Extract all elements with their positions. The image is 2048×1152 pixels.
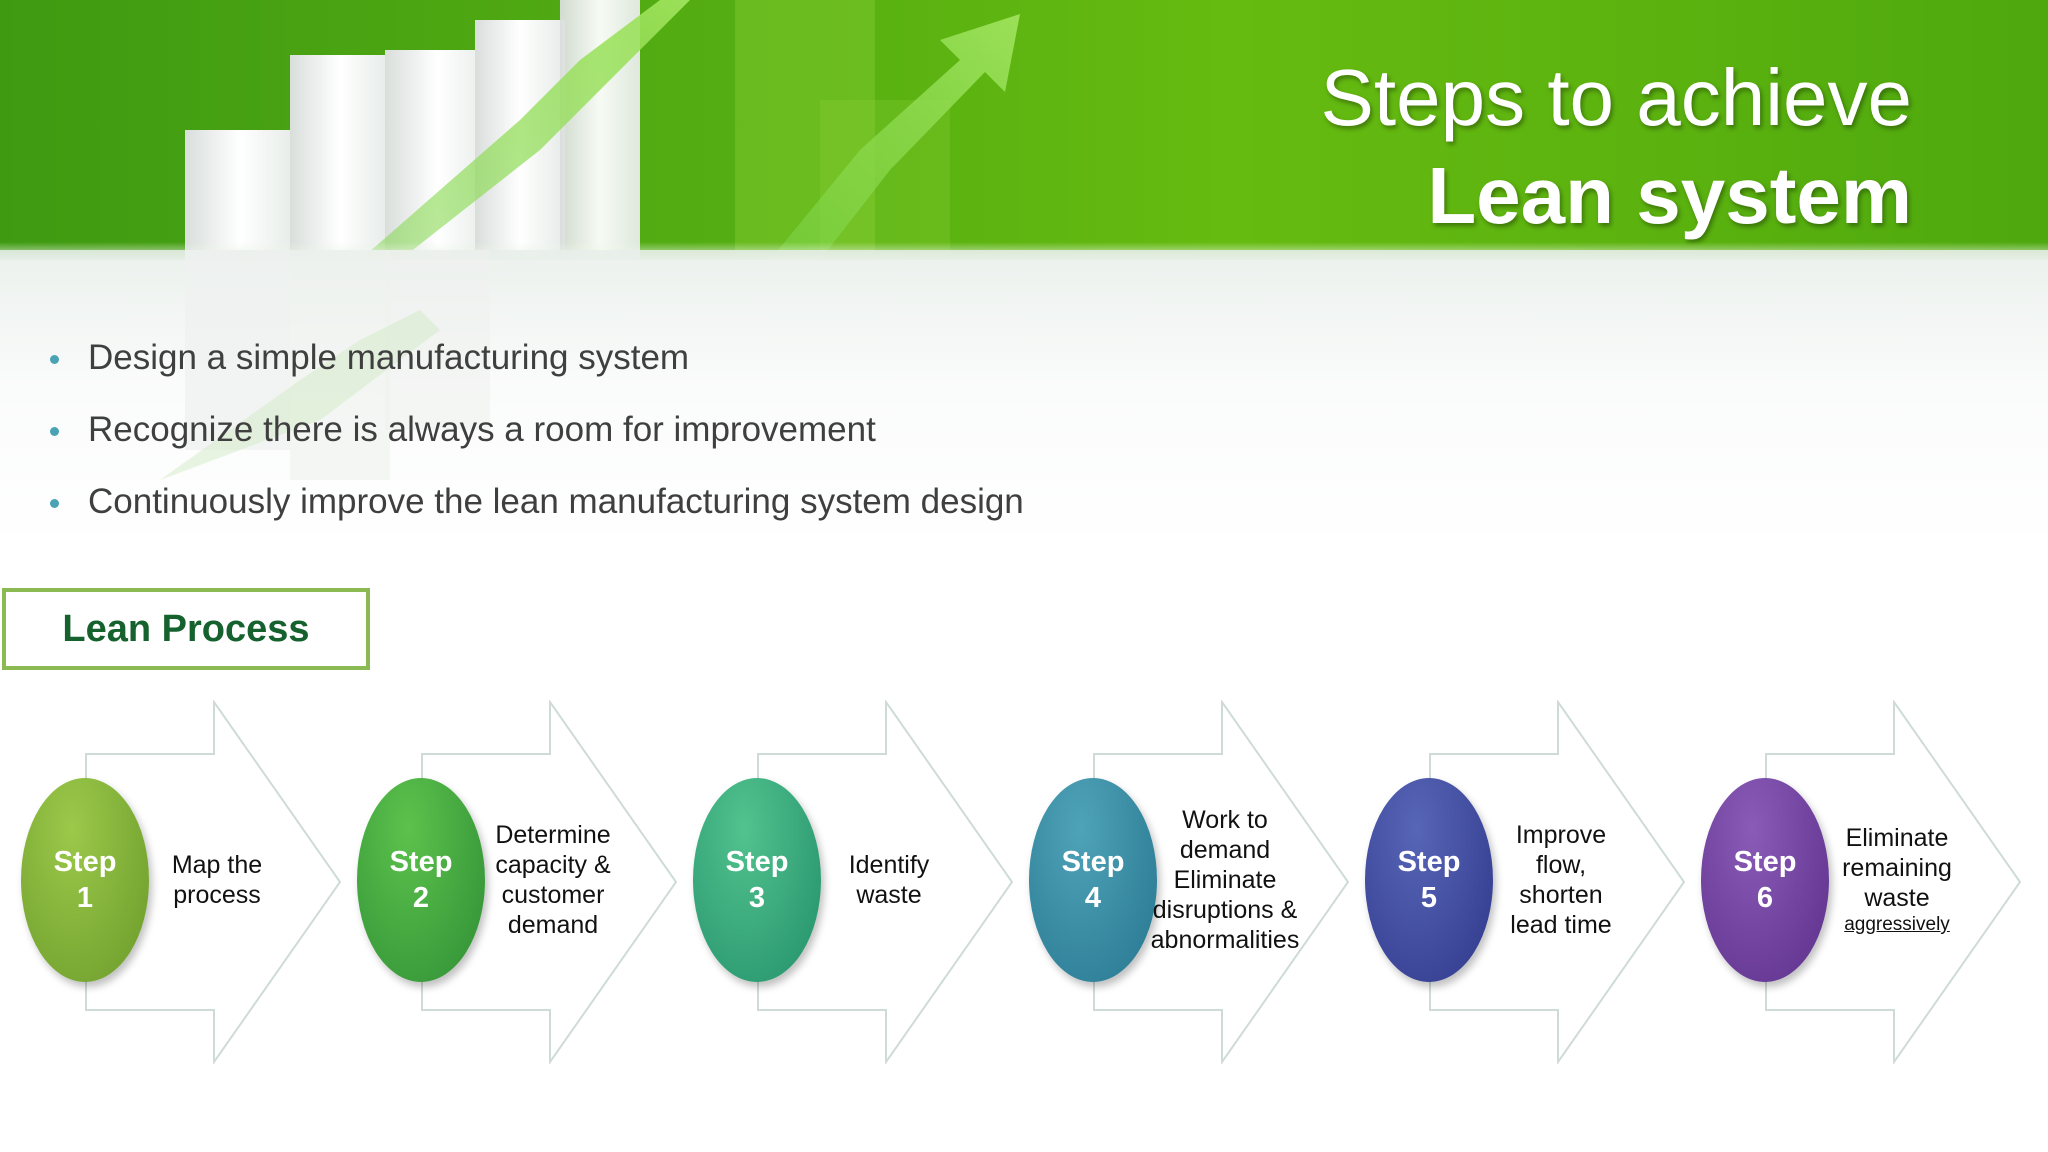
- lean-process-label: Lean Process: [62, 607, 310, 650]
- step-description: Improve flow, shorten lead time: [1496, 760, 1626, 1000]
- bullet-text: Design a simple manufacturing system: [88, 338, 690, 377]
- chevron-arrow-icon: [85, 700, 342, 1064]
- step-6: Step 6 Eliminate remaining waste aggress…: [1682, 700, 2022, 1064]
- step-description-text: Determine capacity & customer demand: [495, 821, 611, 939]
- step-description-text: Work to demand Eliminate disruptions & a…: [1150, 806, 1300, 954]
- step-description-emphasis: aggressively: [1844, 914, 1950, 935]
- title-line-1: Steps to achieve: [1320, 53, 1912, 142]
- step-description-text: Identify waste: [848, 851, 930, 909]
- step-number: 4: [1084, 882, 1102, 914]
- slide-title: Steps to achieve Lean system: [1321, 50, 1912, 246]
- chevron-arrow-icon: [1093, 700, 1350, 1064]
- step-word: Step: [1733, 846, 1797, 878]
- bullet-dot-icon: [50, 355, 59, 364]
- bullet-text: Recognize there is always a room for imp…: [88, 410, 876, 449]
- step-badge: Step 1: [21, 778, 149, 982]
- faded-bars-reflection: [160, 250, 490, 480]
- step-word: Step: [1061, 846, 1125, 878]
- step-description: Determine capacity & customer demand: [488, 760, 618, 1000]
- bullet-text: Continuously improve the lean manufactur…: [88, 482, 1024, 521]
- step-2: Step 2 Determine capacity & customer dem…: [338, 700, 678, 1064]
- step-1: Step 1 Map the process: [2, 700, 342, 1064]
- chevron-arrow-icon: [1429, 700, 1686, 1064]
- step-description: Eliminate remaining waste aggressively: [1832, 760, 1962, 1000]
- bullet-dot-icon: [50, 427, 59, 436]
- step-number: 1: [76, 882, 94, 914]
- bullet-dot-icon: [50, 499, 59, 508]
- step-number: 3: [748, 882, 766, 914]
- step-number: 5: [1420, 882, 1438, 914]
- step-badge: Step 4: [1029, 778, 1157, 982]
- bullet-item: Design a simple manufacturing system: [48, 330, 1024, 402]
- growth-chart-illustration: [185, 0, 1020, 260]
- step-word: Step: [1397, 846, 1461, 878]
- lean-process-label-box: Lean Process: [2, 588, 370, 670]
- title-line-2: Lean system: [1427, 151, 1912, 240]
- step-word: Step: [53, 846, 117, 878]
- step-badge: Step 6: [1701, 778, 1829, 982]
- step-description-text: Eliminate remaining waste: [1842, 824, 1952, 912]
- step-description: Map the process: [152, 760, 282, 1000]
- step-number: 6: [1756, 882, 1774, 914]
- step-description: Work to demand Eliminate disruptions & a…: [1151, 760, 1300, 1000]
- step-badge: Step 2: [357, 778, 485, 982]
- step-5: Step 5 Improve flow, shorten lead time: [1346, 700, 1686, 1064]
- bullet-item: Continuously improve the lean manufactur…: [48, 474, 1024, 546]
- step-description-text: Map the process: [171, 851, 263, 909]
- step-badge: Step 3: [693, 778, 821, 982]
- step-word: Step: [389, 846, 453, 878]
- header-banner: Steps to achieve Lean system: [0, 0, 2048, 260]
- step-word: Step: [725, 846, 789, 878]
- step-number: 2: [412, 882, 430, 914]
- step-description: Identify waste: [824, 760, 954, 1000]
- step-4: Step 4 Work to demand Eliminate disrupti…: [1010, 700, 1350, 1064]
- chevron-arrow-icon: [1765, 700, 2022, 1064]
- step-badge: Step 5: [1365, 778, 1493, 982]
- bullet-list: Design a simple manufacturing system Rec…: [48, 330, 1024, 546]
- bullet-item: Recognize there is always a room for imp…: [48, 402, 1024, 474]
- step-description-text: Improve flow, shorten lead time: [1510, 821, 1612, 939]
- step-3: Step 3 Identify waste: [674, 700, 1014, 1064]
- chevron-arrow-icon: [757, 700, 1014, 1064]
- chevron-arrow-icon: [421, 700, 678, 1064]
